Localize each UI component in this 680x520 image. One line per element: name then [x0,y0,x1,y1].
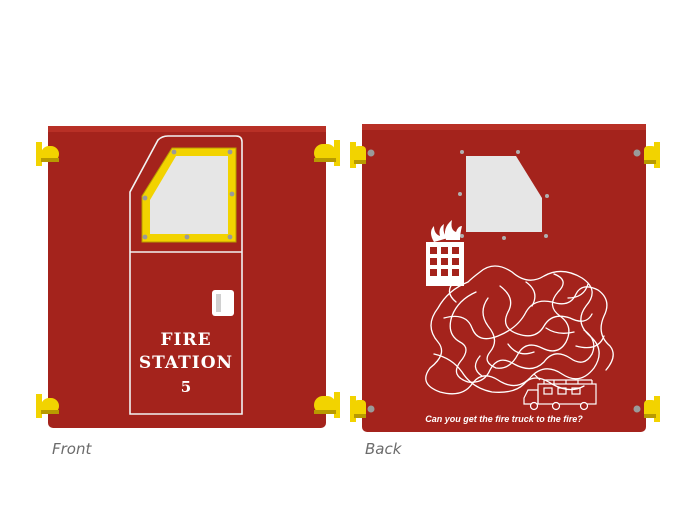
maze-prompt: Can you get the fire truck to the fire? [425,414,583,424]
clamp-icon [350,396,366,422]
clamp-icon [314,392,340,418]
front-board [48,126,326,428]
clamp-icon [350,142,366,168]
back-window-icon [466,156,542,232]
clamp-icon [36,142,59,166]
front-board-top-edge [48,126,326,132]
door-handle-icon [212,290,234,316]
frame-bolts [142,149,235,240]
door-sign-line3: 5 [181,378,191,396]
front-panel: FIRE STATION 5 [34,124,344,434]
front-caption: Front [52,440,92,458]
maze-path [425,265,614,395]
door-window-icon [150,156,228,234]
door-handle-grip [216,294,221,312]
back-panel-drawing: Can you get the fire truck to the fire? [350,124,660,432]
corner-bolts [367,149,641,413]
clamp-icon [644,396,660,422]
door-outline [129,135,243,415]
clamp-icon [644,142,660,168]
back-caption: Back [365,440,402,458]
clamp-icon [314,140,340,166]
door-sign-line1: FIRE [160,330,211,350]
back-board-top-edge [362,124,646,130]
back-board [362,124,646,432]
burning-building-icon [426,220,464,286]
door-sign-line2: STATION [139,353,233,373]
clamp-icon [36,394,59,418]
window-bolts [458,150,549,240]
front-panel-drawing: FIRE STATION 5 [36,126,340,428]
fire-truck-icon [523,373,597,411]
back-panel: Can you get the fire truck to the fire? [348,122,664,436]
